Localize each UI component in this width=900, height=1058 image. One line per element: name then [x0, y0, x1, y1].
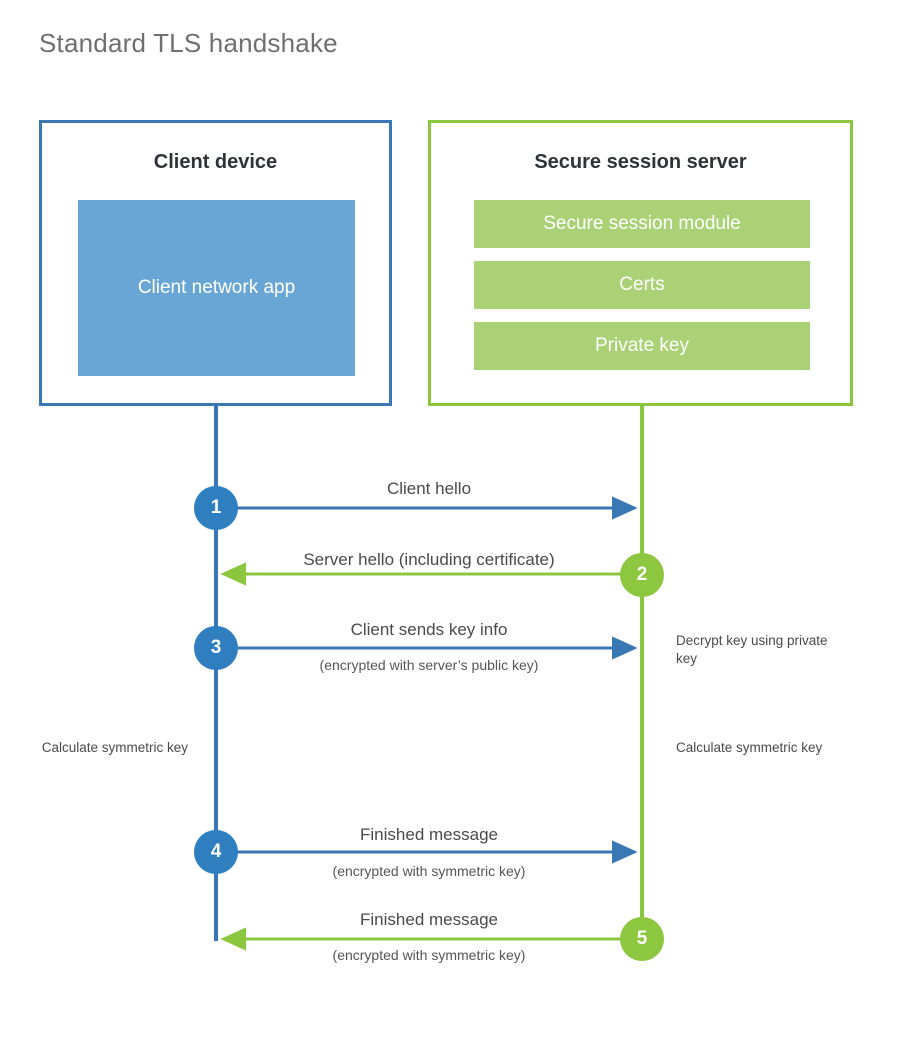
page-title: Standard TLS handshake: [39, 28, 338, 58]
step-label-1: Client hello: [386, 479, 472, 498]
server-lifeline: [640, 405, 644, 941]
step-sublabel-5: (encrypted with symmetric key): [332, 947, 526, 963]
secure-session-server-title: Secure session server: [534, 151, 747, 173]
step-sublabel-4: (encrypted with symmetric key): [332, 863, 526, 879]
server-module-private-key: Private key: [474, 322, 810, 370]
step-marker-2[interactable]: 2: [620, 553, 664, 597]
server-module-list: Secure session module Certs Private key: [474, 200, 810, 370]
step-label-2: Server hello (including certificate): [303, 550, 555, 569]
note-client-calculate-symmetric-key: Calculate symmetric key: [41, 740, 188, 755]
step-marker-3[interactable]: 3: [194, 626, 238, 670]
step-label-3: Client sends key info: [350, 620, 508, 639]
step-label-4: Finished message: [360, 825, 498, 844]
step-marker-1[interactable]: 1: [194, 486, 238, 530]
client-network-app-block: Client network app: [78, 200, 355, 376]
note-server-calculate-symmetric-key: Calculate symmetric key: [676, 740, 823, 755]
client-device-title: Client device: [153, 151, 278, 173]
server-module-certs: Certs: [474, 261, 810, 309]
client-lifeline: [214, 405, 218, 941]
note-decrypt-key: Decrypt key using private key: [676, 633, 828, 667]
secure-session-server-box: Secure session server Secure session mod…: [428, 120, 853, 406]
server-module-secure-session: Secure session module: [474, 200, 810, 248]
step-sublabel-3: (encrypted with server’s public key): [319, 657, 539, 673]
step-marker-4[interactable]: 4: [194, 830, 238, 874]
step-label-5: Finished message: [360, 910, 498, 929]
client-device-box: Client device Client network app: [39, 120, 392, 406]
step-marker-5[interactable]: 5: [620, 917, 664, 961]
